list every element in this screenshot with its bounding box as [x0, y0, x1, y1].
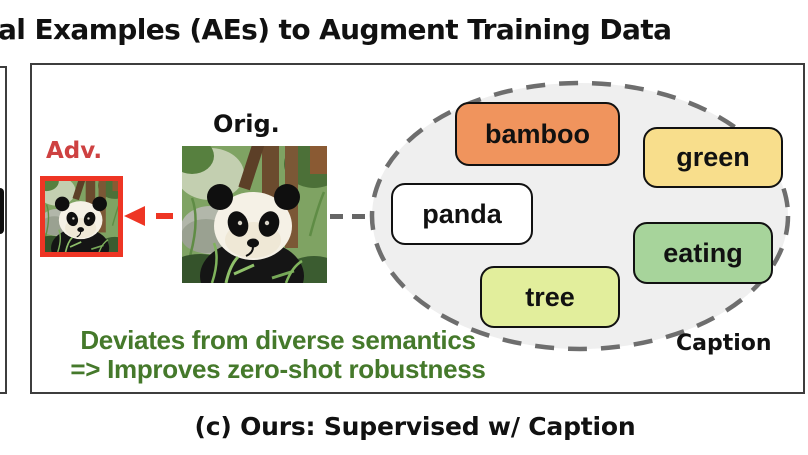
neighbor-image-partial	[0, 188, 4, 234]
orig-label: Orig.	[213, 110, 280, 138]
adv-panda-image	[40, 176, 123, 257]
slide-title: al Examples (AEs) to Augment Training Da…	[0, 13, 672, 46]
robustness-note-line1: Deviates from diverse semantics	[80, 325, 476, 355]
orig-panda-image	[182, 146, 327, 283]
word-chip-bamboo: bamboo	[455, 102, 620, 166]
word-chip-eating: eating	[633, 222, 773, 284]
word-chip-panda: panda	[391, 183, 533, 245]
panda-illustration	[45, 181, 118, 252]
word-chip-tree: tree	[480, 266, 620, 328]
arrow-dash	[156, 213, 173, 219]
neighbor-panel-partial	[0, 66, 7, 394]
adversarial-arrow	[124, 206, 176, 226]
caption-connector	[330, 214, 374, 219]
panda-illustration	[182, 146, 327, 283]
robustness-note-line2: => Improves zero-shot robustness	[70, 354, 486, 384]
figure-caption: (c) Ours: Supervised w/ Caption	[194, 412, 636, 441]
arrowhead-left-icon	[124, 206, 145, 226]
robustness-note: Deviates from diverse semantics => Impro…	[28, 326, 528, 384]
word-chip-green: green	[643, 127, 783, 188]
caption-label: Caption	[676, 331, 772, 356]
adv-label: Adv.	[46, 138, 103, 164]
